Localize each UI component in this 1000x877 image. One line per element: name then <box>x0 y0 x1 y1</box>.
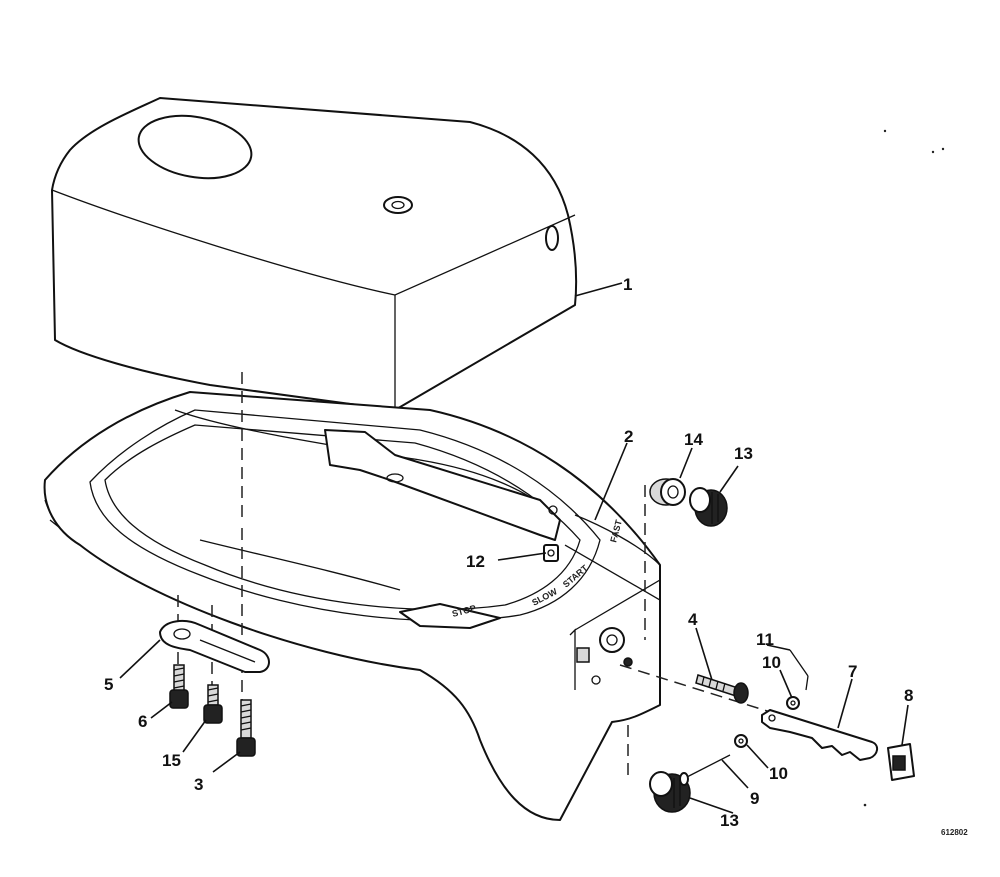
callout-14: 14 <box>684 430 703 449</box>
speck-dot <box>863 803 867 807</box>
cover-opening <box>137 114 253 180</box>
callout-5: 5 <box>104 675 113 694</box>
callout-6: 6 <box>138 712 147 731</box>
motor-cover-part <box>51 97 578 411</box>
washer-upper-part <box>786 696 800 710</box>
callout-10-upper: 10 <box>762 653 781 672</box>
callout-15: 15 <box>162 751 181 770</box>
washer-lower-part <box>734 734 748 748</box>
callout-11: 11 <box>756 630 774 649</box>
cover-knob-hole <box>383 196 413 214</box>
pin-part <box>679 754 731 786</box>
leader-lines <box>119 282 909 814</box>
cover-side-hole <box>545 225 559 251</box>
bracket-plate-part <box>159 619 270 673</box>
throttle-link <box>324 429 561 541</box>
lever-part <box>761 709 878 761</box>
clip-part <box>543 544 559 562</box>
callout-labels: 1 2 3 4 5 6 7 8 9 10 10 11 12 13 13 14 1… <box>104 275 913 830</box>
speck-dot <box>883 129 887 133</box>
knob-upper-part <box>689 487 728 527</box>
callout-1: 1 <box>623 275 632 294</box>
callout-13-upper: 13 <box>734 444 753 463</box>
lower-pan-part: STOP SLOW START FAST <box>43 391 661 821</box>
cotter-pin-part <box>789 649 809 691</box>
callout-12: 12 <box>466 552 485 571</box>
callout-8: 8 <box>904 686 913 705</box>
diagram-code: 612802 <box>941 828 968 837</box>
speck-dot <box>941 147 945 151</box>
control-dial <box>599 627 625 653</box>
callout-9: 9 <box>750 789 759 808</box>
callout-4: 4 <box>688 610 698 629</box>
callout-3: 3 <box>194 775 203 794</box>
callout-10-lower: 10 <box>769 764 788 783</box>
retainer-part <box>887 743 915 781</box>
screw-4-part <box>695 674 749 704</box>
callout-7: 7 <box>848 662 857 681</box>
screw-3-part <box>236 699 256 757</box>
screw-6-part <box>169 664 189 709</box>
callout-13-lower: 13 <box>720 811 739 830</box>
pan-decal <box>399 603 501 629</box>
speck-dot <box>931 150 935 154</box>
callout-2: 2 <box>624 427 633 446</box>
bushing-part <box>649 478 686 506</box>
screw-15-part <box>203 684 223 724</box>
control-button <box>576 647 590 663</box>
